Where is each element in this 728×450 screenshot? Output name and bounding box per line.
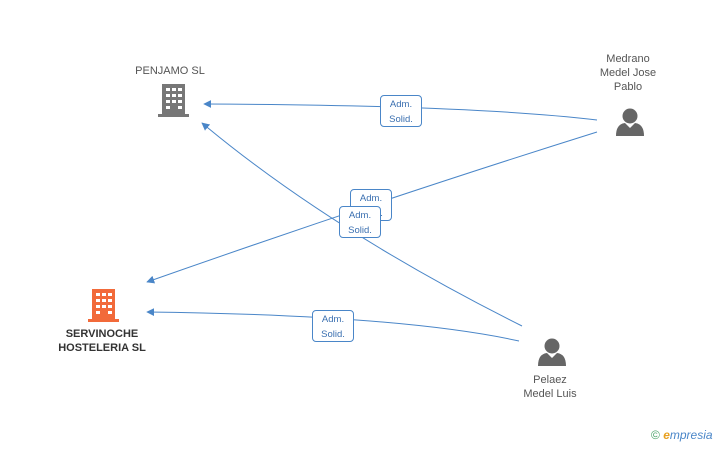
label-line: Pablo xyxy=(613,81,643,93)
label-line: Medel Luis xyxy=(523,388,577,400)
person-label-pelaez[interactable]: Pelaez Medel Luis xyxy=(500,373,600,401)
building-icon[interactable] xyxy=(88,289,119,322)
edge-label-line: Adm. xyxy=(348,210,372,221)
person-label-medrano[interactable]: Medrano Medel Jose Pablo xyxy=(578,52,678,94)
edge-label-line: Solid. xyxy=(348,225,372,236)
edge-label-line: Solid. xyxy=(389,114,413,125)
edge-label-pelaez-servinoche[interactable]: Adm. Solid. xyxy=(312,310,354,342)
edge-label-pelaez-penjamo[interactable]: Adm. Solid. xyxy=(339,206,381,238)
label-line: Pelaez xyxy=(533,374,567,386)
copyright-symbol: © xyxy=(651,428,660,442)
company-label-servinoche[interactable]: SERVINOCHE HOSTELERIA SL xyxy=(40,327,164,355)
edge-label-medrano-penjamo[interactable]: Adm. Solid. xyxy=(380,95,422,127)
building-icon[interactable] xyxy=(158,84,189,117)
brand-name: mpresia xyxy=(669,428,713,442)
edge-pelaez-servinoche xyxy=(146,308,520,342)
company-label-penjamo[interactable]: PENJAMO SL xyxy=(135,65,205,77)
edge-medrano-penjamo xyxy=(203,100,598,121)
brand-initial: e xyxy=(663,428,670,442)
label-line: SERVINOCHE xyxy=(65,328,139,340)
edge-label-line: Adm. xyxy=(321,314,345,325)
edge-label-line: Solid. xyxy=(321,329,345,340)
label-line: HOSTELERIA SL xyxy=(58,342,146,354)
person-icon[interactable] xyxy=(538,338,566,367)
label-line: Medrano xyxy=(606,53,650,65)
empresia-watermark: © empresia xyxy=(651,428,713,442)
edge-label-line: Adm. xyxy=(389,99,413,110)
label-line: Medel Jose xyxy=(599,67,657,79)
edge-label-line: Adm. xyxy=(359,193,383,204)
person-icon[interactable] xyxy=(616,108,644,137)
